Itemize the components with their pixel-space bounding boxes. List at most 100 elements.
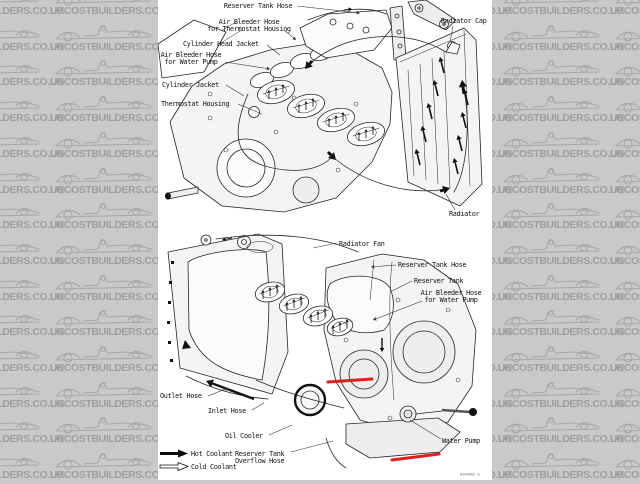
watermark-text: LOCOSTBUILDERS.CO.UK	[610, 147, 640, 160]
watermark-tile: LOCOSTBUILDERS.CO.UK	[50, 0, 177, 17]
watermark-tile: LOCOSTBUILDERS.CO.UK	[610, 126, 640, 160]
figure-code: 004068 S	[460, 472, 480, 477]
watermark-tile: LOCOSTBUILDERS.CO.UK	[498, 376, 625, 410]
cold-coolant-label: Cold Coolant	[191, 463, 237, 471]
watermark-text: LOCOSTBUILDERS.CO.UK	[498, 183, 625, 196]
watermark-tile: LOCOSTBUILDERS.CO.UK	[498, 54, 625, 89]
watermark-tile: LOCOSTBUILDERS.CO.UK	[610, 376, 640, 410]
label-oil-cooler: Oil Cooler	[225, 432, 263, 440]
watermark-text: LOCOSTBUILDERS.CO.UK	[0, 433, 65, 446]
watermark-tile: LOCOSTBUILDERS.CO.UK	[0, 162, 65, 196]
red-mark	[390, 452, 441, 462]
watermark-text: LOCOSTBUILDERS.CO.UK	[0, 40, 65, 53]
watermark-tile: LOCOSTBUILDERS.CO.UK	[498, 19, 625, 53]
watermark-text: LOCOSTBUILDERS.CO.UK	[0, 326, 65, 339]
label-reserver-tank-hose-b: Reserver Tank Hose	[398, 261, 466, 269]
watermark-tile: LOCOSTBUILDERS.CO.UK	[498, 126, 625, 160]
watermark-text: LOCOSTBUILDERS.CO.UK	[50, 254, 177, 267]
watermark-text: LOCOSTBUILDERS.CO.UK	[498, 433, 625, 446]
watermark-text: LOCOSTBUILDERS.CO.UK	[0, 183, 65, 196]
watermark-text: LOCOSTBUILDERS.CO.UK	[50, 397, 177, 410]
watermark-text: LOCOSTBUILDERS.CO.UK	[610, 76, 640, 89]
watermark-text: LOCOSTBUILDERS.CO.UK	[0, 219, 65, 232]
watermark-tile: LOCOSTBUILDERS.CO.UK	[610, 54, 640, 88]
watermark-tile: LOCOSTBUILDERS.CO.UK	[0, 233, 65, 267]
watermark-text: LOCOSTBUILDERS.CO.UK	[50, 362, 177, 374]
watermark-text: LOCOSTBUILDERS.CO.UK	[498, 147, 625, 160]
watermark-text: LOCOSTBUILDERS.CO.UK	[0, 469, 65, 480]
watermark-tile: LOCOSTBUILDERS.CO.UK	[50, 411, 177, 445]
watermark-text: LOCOSTBUILDERS.CO.UK	[0, 147, 65, 160]
watermark-text: LOCOSTBUILDERS.CO.UK	[0, 362, 65, 374]
watermark-tile: LOCOSTBUILDERS.CO.UK	[50, 90, 177, 125]
watermark-text: LOCOSTBUILDERS.CO.UK	[498, 219, 625, 232]
watermark-text: LOCOSTBUILDERS.CO.UK	[50, 40, 177, 53]
watermark-tile: LOCOSTBUILDERS.CO.UK	[610, 411, 640, 445]
top-cooling-diagram-art	[157, 0, 483, 213]
watermark-text: LOCOSTBUILDERS.CO.UK	[50, 5, 177, 17]
watermark-tile: LOCOSTBUILDERS.CO.UK	[50, 197, 177, 231]
label-radiator: Radiator	[449, 210, 480, 218]
bottom-cooling-diagram-art	[167, 233, 477, 469]
watermark-tile: LOCOSTBUILDERS.CO.UK	[50, 304, 177, 338]
watermark-text: LOCOSTBUILDERS.CO.UK	[498, 112, 625, 125]
watermark-tile: LOCOSTBUILDERS.CO.UK	[610, 447, 640, 480]
label-cylinder-jacket: Cylinder Jacket	[162, 81, 219, 89]
watermark-text: LOCOSTBUILDERS.CO.UK	[498, 290, 625, 303]
label-radiator-fan: Radiator Fan	[339, 240, 385, 248]
watermark-text: LOCOSTBUILDERS.CO.UK	[498, 76, 625, 89]
watermark-tile: LOCOSTBUILDERS.CO.UK	[0, 411, 65, 446]
watermark-tile: LOCOSTBUILDERS.CO.UK	[0, 90, 65, 124]
watermark-tile: LOCOSTBUILDERS.CO.UK	[610, 340, 640, 374]
watermark-text: LOCOSTBUILDERS.CO.UK	[610, 254, 640, 267]
watermark-text: LOCOSTBUILDERS.CO.UK	[0, 397, 65, 410]
watermark-text: LOCOSTBUILDERS.CO.UK	[610, 326, 640, 339]
label-water-pump: Water Pump	[442, 437, 480, 445]
label-outlet-hose: Outlet Hose	[160, 392, 202, 400]
watermark-text: LOCOSTBUILDERS.CO.UK	[498, 254, 625, 267]
watermark-text: LOCOSTBUILDERS.CO.UK	[50, 183, 177, 196]
watermark-text: LOCOSTBUILDERS.CO.UK	[50, 112, 177, 125]
watermark-text: LOCOSTBUILDERS.CO.UK	[610, 112, 640, 125]
watermark-tile: LOCOSTBUILDERS.CO.UK	[0, 304, 65, 339]
watermark-text: LOCOSTBUILDERS.CO.UK	[610, 219, 640, 232]
watermark-text: LOCOSTBUILDERS.CO.UK	[610, 290, 640, 303]
watermark-text: LOCOSTBUILDERS.CO.UK	[498, 362, 625, 374]
watermark-tile: LOCOSTBUILDERS.CO.UK	[498, 447, 625, 480]
watermark-tile: LOCOSTBUILDERS.CO.UK	[50, 340, 177, 374]
watermark-text: LOCOSTBUILDERS.CO.UK	[610, 362, 640, 374]
watermark-tile: LOCOSTBUILDERS.CO.UK	[498, 340, 625, 374]
watermark-text: LOCOSTBUILDERS.CO.UK	[0, 254, 65, 267]
watermark-tile: LOCOSTBUILDERS.CO.UK	[498, 162, 625, 196]
watermark-text: LOCOSTBUILDERS.CO.UK	[50, 76, 177, 89]
red-highlight-marks	[326, 377, 441, 462]
watermark-tile: LOCOSTBUILDERS.CO.UK	[50, 233, 177, 267]
watermark-text: LOCOSTBUILDERS.CO.UK	[50, 147, 177, 160]
watermark-text: LOCOSTBUILDERS.CO.UK	[610, 397, 640, 410]
watermark-tile: LOCOSTBUILDERS.CO.UK	[498, 90, 625, 125]
watermark-text: LOCOSTBUILDERS.CO.UK	[498, 397, 625, 410]
watermark-tile: LOCOSTBUILDERS.CO.UK	[0, 126, 65, 160]
watermark-text: LOCOSTBUILDERS.CO.UK	[50, 290, 177, 303]
watermark-text: LOCOSTBUILDERS.CO.UK	[610, 40, 640, 53]
watermark-tile: LOCOSTBUILDERS.CO.UK	[498, 233, 625, 267]
watermark-tile: LOCOSTBUILDERS.CO.UK	[610, 233, 640, 267]
watermark-tile: LOCOSTBUILDERS.CO.UK	[0, 340, 65, 374]
watermark-tile: LOCOSTBUILDERS.CO.UK	[498, 304, 625, 338]
cold-coolant-arrow-icon	[159, 461, 190, 472]
coolant-legend: Hot Coolant Cold Coolant	[159, 449, 237, 472]
watermark-tile: LOCOSTBUILDERS.CO.UK	[0, 54, 65, 88]
coolant-flow-arrows	[206, 7, 469, 401]
watermark-tile: LOCOSTBUILDERS.CO.UK	[610, 90, 640, 124]
watermark-tile: LOCOSTBUILDERS.CO.UK	[50, 126, 177, 160]
watermark-tile: LOCOSTBUILDERS.CO.UK	[498, 0, 625, 17]
